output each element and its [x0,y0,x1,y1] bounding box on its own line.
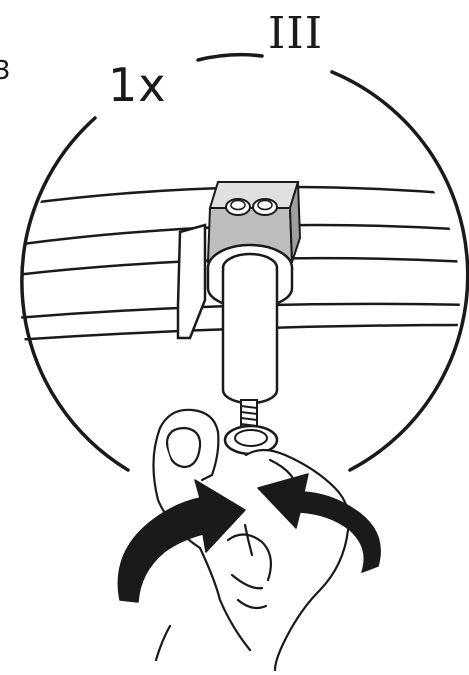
part-code-label: III [268,8,324,59]
bolt-head-right [252,198,278,216]
bracket-plate [176,223,207,340]
quantity-label: 1x [108,58,167,112]
rotate-arrow-left-icon [117,479,246,603]
washer-icon [223,424,279,456]
step-number: 3 [0,56,11,86]
leg-tube-icon [221,270,279,405]
bolt-head-left [225,198,251,216]
zoom-circle [20,52,469,472]
rotate-arrow-right-icon [257,473,381,573]
